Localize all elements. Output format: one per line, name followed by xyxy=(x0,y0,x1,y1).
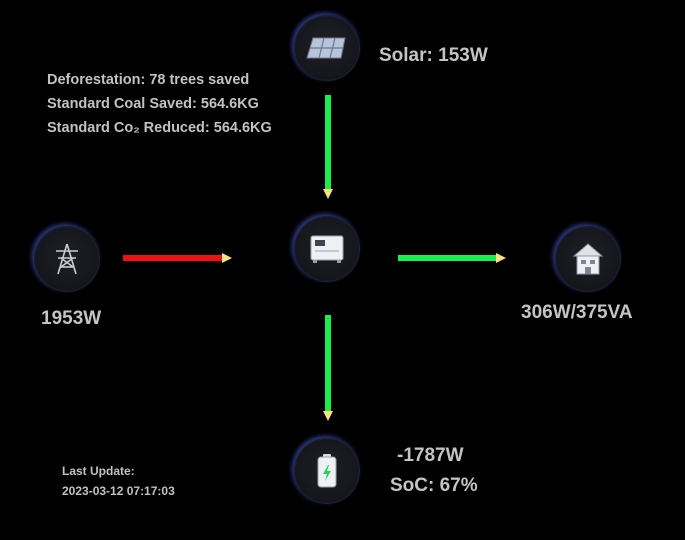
battery-node[interactable] xyxy=(294,438,360,504)
inverter-to-load-flow xyxy=(398,253,506,263)
coal-saved-stat: Standard Coal Saved: 564.6KG xyxy=(47,96,259,112)
last-update-timestamp: 2023-03-12 07:17:03 xyxy=(62,484,175,498)
grid-to-inverter-flow xyxy=(123,253,232,263)
co2-reduced-stat: Standard Co₂ Reduced: 564.6KG xyxy=(47,120,272,136)
load-node[interactable] xyxy=(555,226,621,292)
grid-node[interactable] xyxy=(34,226,100,292)
grid-power-label: 1953W xyxy=(41,308,102,329)
inverter-node[interactable] xyxy=(294,216,360,282)
battery-soc-label: SoC: 67% xyxy=(390,475,478,496)
battery-power-label: -1787W xyxy=(397,445,464,466)
solar-power-label: Solar: 153W xyxy=(379,45,488,66)
power-tower-icon xyxy=(56,243,78,275)
house-icon xyxy=(572,243,604,275)
last-update-label: Last Update: xyxy=(62,464,135,478)
inverter-icon xyxy=(310,235,344,263)
inverter-to-battery-flow xyxy=(323,315,333,421)
solar-to-inverter-flow xyxy=(323,95,333,199)
load-power-label: 306W/375VA xyxy=(521,302,633,323)
deforestation-stat: Deforestation: 78 trees saved xyxy=(47,72,250,88)
battery-icon xyxy=(317,454,337,488)
solar-node[interactable] xyxy=(294,15,360,81)
solar-panel-icon xyxy=(306,37,346,59)
